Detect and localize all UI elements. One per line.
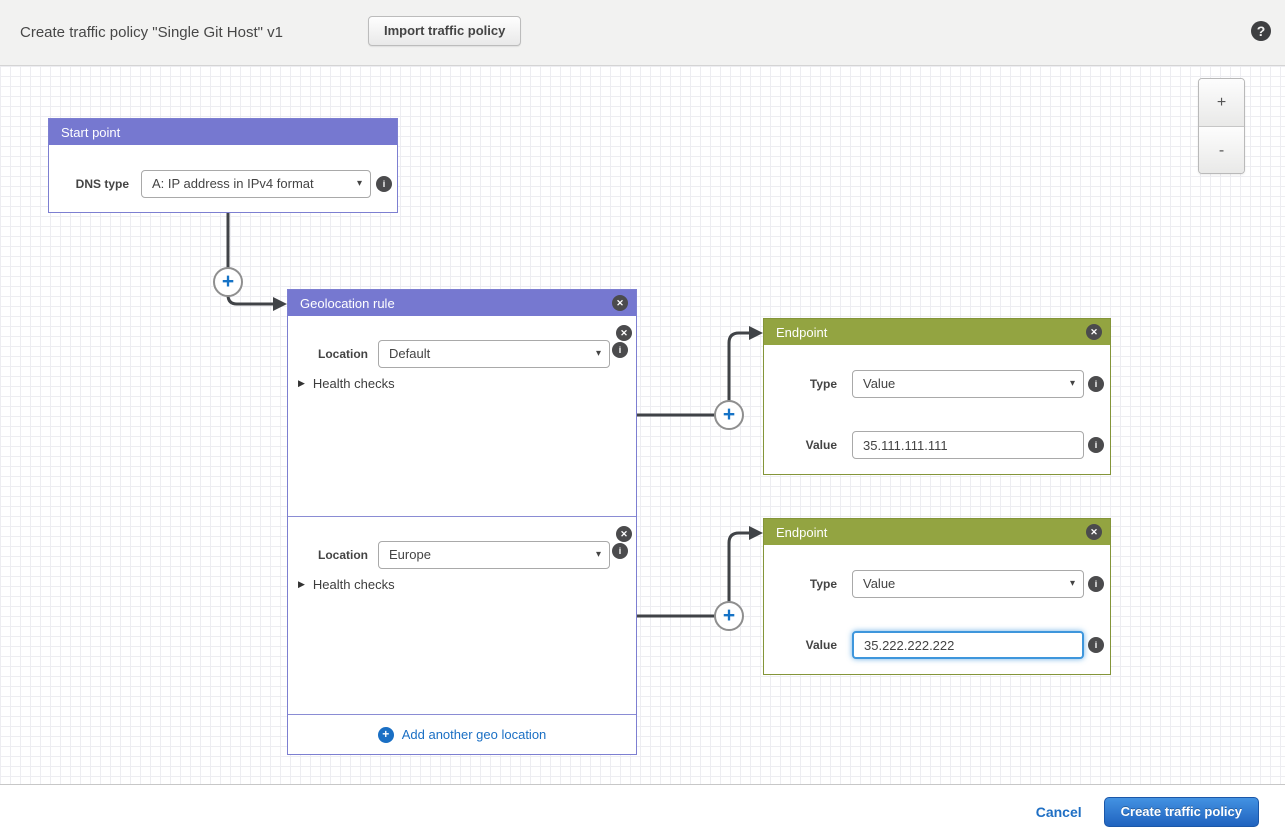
endpoint-value-label: Value <box>805 638 837 652</box>
endpoint-value-input[interactable] <box>852 631 1084 659</box>
endpoint-type-label: Type <box>809 577 837 591</box>
info-icon[interactable]: i <box>1088 576 1104 592</box>
endpoint-box: Endpoint ✕ Type Value ▾ i Value i <box>763 518 1111 675</box>
close-icon[interactable]: ✕ <box>616 526 632 542</box>
endpoint-type-dropdown[interactable]: Value ▾ <box>852 370 1084 398</box>
endpoint-title: Endpoint <box>776 524 828 540</box>
location-dropdown[interactable]: Europe ▾ <box>378 541 610 569</box>
info-icon[interactable]: i <box>612 342 628 358</box>
health-checks-toggle[interactable]: ▶ Health checks <box>298 577 395 592</box>
dns-type-label: DNS type <box>75 177 129 191</box>
disclosure-triangle-icon: ▶ <box>298 378 305 388</box>
connector-plus-button[interactable]: + <box>213 267 243 297</box>
endpoint-header: Endpoint ✕ <box>764 319 1110 345</box>
location-value: Europe <box>389 547 431 562</box>
policy-canvas: + - + + + Start point DNS type A: IP add… <box>0 66 1285 785</box>
endpoint-header: Endpoint ✕ <box>764 519 1110 545</box>
info-icon[interactable]: i <box>612 543 628 559</box>
cancel-link[interactable]: Cancel <box>1035 804 1082 820</box>
start-point-box: Start point DNS type A: IP address in IP… <box>48 118 398 213</box>
chevron-down-icon: ▾ <box>356 178 362 189</box>
geo-location-section: ✕ Location Default ▾ i ▶ Health checks <box>288 316 636 516</box>
connector-plus-button[interactable]: + <box>714 601 744 631</box>
location-label: Location <box>318 347 368 361</box>
location-label: Location <box>318 548 368 562</box>
dns-type-value: A: IP address in IPv4 format <box>152 176 314 191</box>
chevron-down-icon: ▾ <box>595 348 601 359</box>
connector-plus-button[interactable]: + <box>714 400 744 430</box>
endpoint-title: Endpoint <box>776 324 828 340</box>
geo-location-section: ✕ Location Europe ▾ i ▶ Health checks <box>288 516 636 716</box>
import-traffic-policy-button[interactable]: Import traffic policy <box>368 16 522 46</box>
dns-type-dropdown[interactable]: A: IP address in IPv4 format ▾ <box>141 170 371 198</box>
chevron-down-icon: ▾ <box>1069 378 1075 389</box>
endpoint-type-value: Value <box>863 576 896 591</box>
chevron-down-icon: ▾ <box>1069 578 1075 589</box>
info-icon[interactable]: i <box>1088 376 1104 392</box>
endpoint-type-value: Value <box>863 376 896 391</box>
health-checks-label: Health checks <box>312 376 395 391</box>
start-point-header: Start point <box>49 119 397 145</box>
geolocation-rule-header: Geolocation rule ✕ <box>288 290 636 316</box>
start-point-title: Start point <box>61 124 121 140</box>
info-icon[interactable]: i <box>376 176 392 192</box>
page-title: Create traffic policy "Single Git Host" … <box>20 24 283 41</box>
endpoint-value-input[interactable] <box>852 431 1084 459</box>
create-traffic-policy-button[interactable]: Create traffic policy <box>1103 797 1259 827</box>
add-geo-location-button[interactable]: + Add another geo location <box>288 714 636 754</box>
plus-icon: + <box>377 726 394 743</box>
endpoint-type-label: Type <box>809 377 837 391</box>
close-icon[interactable]: ✕ <box>616 325 632 341</box>
geolocation-rule-box: Geolocation rule ✕ ✕ Location Default ▾ … <box>287 289 637 755</box>
health-checks-toggle[interactable]: ▶ Health checks <box>298 376 395 391</box>
action-footer: Cancel Create traffic policy <box>0 786 1285 838</box>
info-icon[interactable]: i <box>1088 437 1104 453</box>
chevron-down-icon: ▾ <box>595 549 601 560</box>
close-icon[interactable]: ✕ <box>612 295 628 311</box>
geolocation-rule-title: Geolocation rule <box>300 295 395 311</box>
disclosure-triangle-icon: ▶ <box>298 579 305 589</box>
close-icon[interactable]: ✕ <box>1086 324 1102 340</box>
location-dropdown[interactable]: Default ▾ <box>378 340 610 368</box>
zoom-in-button[interactable]: + <box>1199 79 1244 126</box>
add-geo-location-label: Add another geo location <box>401 727 547 742</box>
endpoint-type-dropdown[interactable]: Value ▾ <box>852 570 1084 598</box>
location-value: Default <box>389 346 431 361</box>
help-icon[interactable]: ? <box>1251 21 1271 41</box>
health-checks-label: Health checks <box>312 577 395 592</box>
close-icon[interactable]: ✕ <box>1086 524 1102 540</box>
page-header: Create traffic policy "Single Git Host" … <box>0 0 1285 66</box>
endpoint-box: Endpoint ✕ Type Value ▾ i Value i <box>763 318 1111 475</box>
zoom-out-button[interactable]: - <box>1199 126 1244 173</box>
endpoint-value-label: Value <box>805 438 837 452</box>
zoom-controls: + - <box>1198 78 1245 174</box>
info-icon[interactable]: i <box>1088 637 1104 653</box>
